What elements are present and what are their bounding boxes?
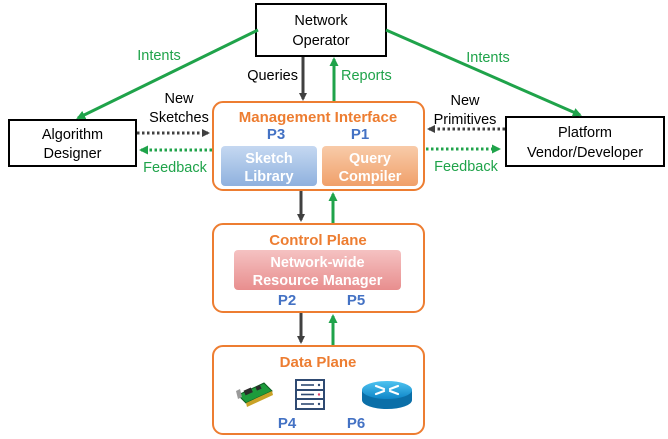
new-sketches-label-2: Sketches bbox=[149, 110, 209, 126]
sketch-library-box: Sketch Library bbox=[221, 146, 317, 186]
p2-label: P2 bbox=[278, 292, 296, 309]
data-plane-box: Data Plane bbox=[212, 345, 425, 435]
resource-manager-box: Network-wide Resource Manager bbox=[234, 250, 401, 290]
feedback-left-label: Feedback bbox=[143, 160, 207, 176]
network-operator-label-1: Network bbox=[294, 13, 348, 29]
data-plane-title: Data Plane bbox=[280, 354, 357, 371]
network-operator-label-2: Operator bbox=[292, 33, 349, 49]
resource-manager-label-2: Resource Manager bbox=[253, 273, 383, 289]
server-rack-icon bbox=[295, 379, 325, 410]
router-icon bbox=[362, 381, 412, 409]
p3-label: P3 bbox=[267, 126, 285, 143]
intents-left-arrow bbox=[76, 28, 259, 120]
sketch-library-label-2: Library bbox=[244, 169, 293, 185]
reports-label: Reports bbox=[341, 68, 392, 84]
new-primitives-label-1: New bbox=[450, 93, 480, 109]
resource-manager-label-1: Network-wide bbox=[270, 255, 364, 271]
sketch-library-label-1: Sketch bbox=[245, 151, 293, 167]
platform-vendor-box: Platform Vendor/Developer bbox=[505, 116, 665, 167]
queries-label: Queries bbox=[247, 68, 298, 84]
feedback-right-label: Feedback bbox=[434, 159, 498, 175]
new-primitives-label-2: Primitives bbox=[434, 112, 497, 128]
intents-right-label: Intents bbox=[466, 50, 510, 66]
p4-label: P4 bbox=[278, 415, 297, 432]
nic-card-icon bbox=[236, 382, 273, 407]
algorithm-designer-label-1: Algorithm bbox=[42, 127, 103, 143]
control-plane-title: Control Plane bbox=[269, 232, 367, 249]
query-compiler-box: Query Compiler bbox=[322, 146, 418, 186]
intents-right-arrow bbox=[385, 28, 582, 117]
p6-label: P6 bbox=[347, 415, 365, 432]
network-operator-box: Network Operator bbox=[255, 3, 387, 57]
new-sketches-label-1: New bbox=[164, 91, 194, 107]
algorithm-designer-box: Algorithm Designer bbox=[8, 119, 137, 167]
management-interface-title: Management Interface bbox=[239, 109, 397, 126]
p1-label: P1 bbox=[351, 126, 369, 143]
p5-label: P5 bbox=[347, 292, 365, 309]
query-compiler-label-2: Compiler bbox=[339, 169, 402, 185]
intents-left-label: Intents bbox=[137, 48, 181, 64]
query-compiler-label-1: Query bbox=[349, 151, 391, 167]
platform-vendor-label-1: Platform bbox=[558, 125, 612, 141]
control-plane-box: Control Plane Network-wide Resource Mana… bbox=[212, 223, 425, 313]
management-interface-box: Management Interface P3 P1 Sketch Librar… bbox=[212, 101, 425, 191]
algorithm-designer-label-2: Designer bbox=[43, 146, 101, 162]
platform-vendor-label-2: Vendor/Developer bbox=[527, 145, 643, 161]
